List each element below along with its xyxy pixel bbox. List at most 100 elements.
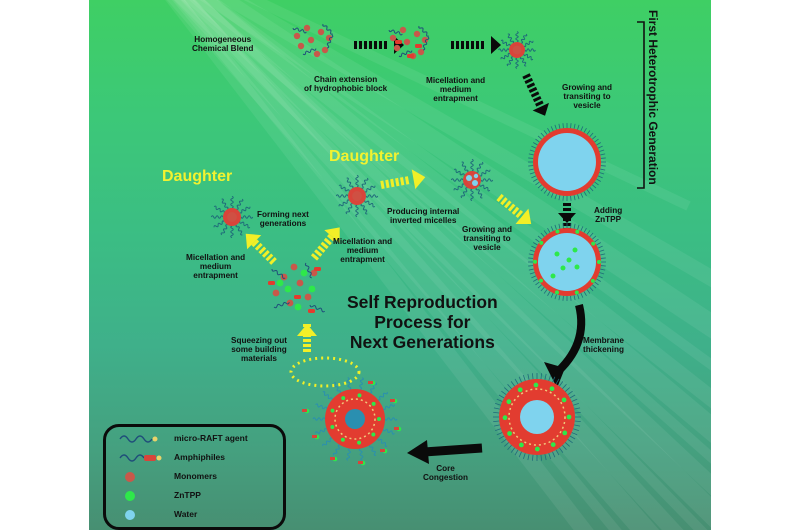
membrane-tail [514,449,519,456]
arrow-dash [303,339,311,342]
membrane-tail [580,226,584,232]
arrow-dash [507,203,516,212]
membrane-tail [554,194,557,200]
monomer [417,48,425,56]
polymer-chain [523,40,534,48]
generation-bracket [637,21,645,189]
light-ray [181,0,711,496]
polymer-chain [239,206,251,214]
squeezing-out-label: Squeezing out some building materials [231,336,287,364]
inner-layer [508,388,566,446]
arrow-head [245,233,262,250]
membrane-tail [562,223,564,229]
polymer-chain [345,203,353,215]
polymer-chain [315,427,328,434]
monomer [321,46,329,54]
light-ray [171,0,622,530]
membrane-tail [591,235,597,240]
membrane-tail [574,424,581,427]
water-droplet [472,180,478,186]
chain-extension-label: Chain extension of hydrophobic block [304,75,388,94]
membrane-tail [558,123,561,129]
membrane-tail [543,230,548,235]
membrane-tail [577,294,580,300]
membrane-tail [591,135,597,140]
polymer-chain [461,161,469,173]
membrane-tail [586,189,591,194]
process-title-line-1: Self Reproduction [347,292,498,312]
membrane-tail [573,123,576,129]
monomer [290,263,298,271]
polymer-chain [476,161,484,173]
membrane-tail [535,238,540,243]
zntpp-particle [340,437,345,442]
micelle-center [227,212,237,222]
membrane-tail [586,230,591,235]
membrane-tail [535,181,540,186]
zntpp-particle [562,430,568,436]
polymer-chain [239,221,251,229]
zntpp-in-membrane [575,229,580,234]
membrane-tail [547,291,551,296]
membrane-tail [591,284,597,289]
membrane-tail [533,178,538,182]
membrane-tail [555,449,560,456]
light-ray [174,0,711,528]
monomer [413,30,421,38]
micelle-center [512,45,522,55]
arrow-dash [471,41,474,49]
polymer-chain [240,215,254,219]
membrane-tail [558,223,561,229]
membrane-tail [600,257,606,259]
polymer-chain [398,50,413,58]
arrow-dash [532,95,542,103]
arrow-head [411,169,426,190]
membrane-tail [529,272,535,275]
monomer [296,279,304,287]
membrane-tail [597,275,603,279]
polymer-chain [355,204,359,218]
yellow-arrow-producing [380,169,426,190]
membrane-tail [527,454,530,461]
membrane-tail [544,373,547,380]
daughter-micelle-mid [335,174,379,218]
arrow-head [324,227,340,243]
arrow-dash [258,246,267,255]
membrane-tail [573,223,576,229]
polymer-chain [388,29,403,36]
membrane-tail [528,153,534,156]
membrane-tail [600,265,606,267]
monomer [286,299,294,307]
membrane-tail [570,223,572,229]
membrane-tail [547,228,551,233]
arrow-dash [359,41,362,49]
membrane-tail [569,394,576,399]
membrane-tail [537,135,543,140]
membrane-tail [493,424,500,427]
membrane-tail [571,432,578,436]
polymer-chain [230,225,234,239]
membrane-tail [589,286,594,292]
polymer-chain [346,377,352,390]
amphiphile-block [308,309,315,313]
water-core [520,400,554,434]
polymer-chain [506,56,514,67]
released-amphiphile [380,449,385,452]
polymer-chain [500,39,511,47]
membrane-tail [599,272,605,275]
membrane-tail [550,192,554,198]
zntpp-particle [534,446,540,452]
membrane-tail [533,242,538,246]
legend-zntpp-label: ZnTPP [174,490,201,500]
polymer-chain [453,183,465,191]
legend-water-label: Water [174,509,198,519]
membrane-tail [577,224,580,230]
light-ray [180,0,708,530]
arrow-dash [261,249,270,258]
membrane-tail [558,195,561,201]
yellow-arrow-left-daughter [245,233,277,265]
membrane-tail [594,138,599,143]
daughter-label-mid: Daughter [329,148,400,165]
polymer-chain [355,174,359,188]
membrane-tail [596,242,601,246]
